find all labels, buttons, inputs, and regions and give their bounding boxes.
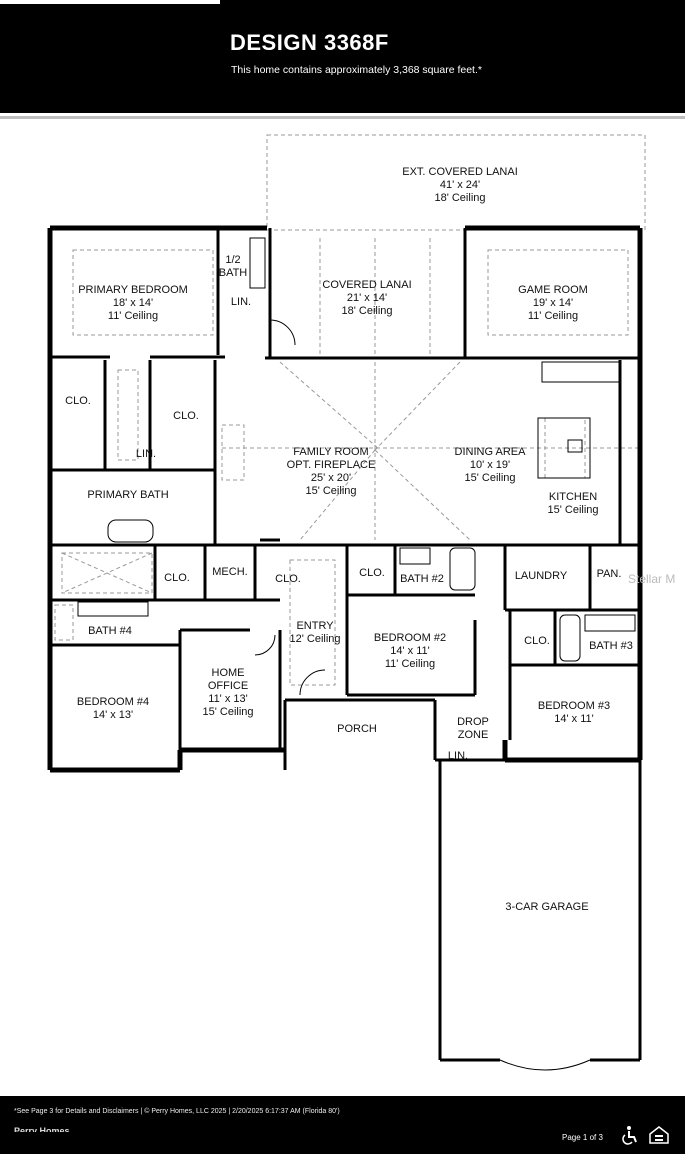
bath4-label: BATH #4: [88, 625, 132, 637]
top-strip: [0, 0, 220, 4]
watermark: Stellar M: [628, 572, 676, 586]
dashed-outlines: [54, 134, 646, 686]
lin-mid-label: LIN.: [135, 448, 157, 460]
interior-walls: [50, 228, 642, 1062]
exterior-walls: [47, 225, 643, 773]
entry-outline: [289, 559, 336, 686]
design-subtitle: This home contains approximately 3,368 s…: [231, 64, 482, 76]
mech-label: MECH.: [212, 566, 248, 578]
bathtub: [107, 519, 154, 543]
fixtures: [77, 237, 636, 1071]
door-swing: [269, 319, 296, 346]
clo-right-label: CLO.: [173, 410, 199, 422]
game-room-tray: [487, 249, 629, 336]
garage-label: 3-CAR GARAGE: [505, 901, 589, 913]
clo-hall-label: CLO.: [164, 572, 190, 584]
laundry-label: LAUNDRY: [514, 570, 568, 582]
garage-bay: [499, 1059, 591, 1071]
lin-top-label: LIN.: [230, 296, 252, 308]
page-number: Page 1 of 3: [562, 1133, 603, 1142]
bath3-label: BATH #3: [589, 640, 633, 652]
kitchen-counter: [541, 361, 621, 383]
pan-label: PAN.: [596, 568, 622, 580]
footer: *See Page 3 for Details and Disclaimers …: [0, 1096, 685, 1154]
primary-bath-label: PRIMARY BATH: [87, 489, 169, 501]
clo-left-label: CLO.: [65, 395, 91, 407]
disclaimer-text: *See Page 3 for Details and Disclaimers …: [14, 1108, 340, 1115]
header-banner: DESIGN 3368F This home contains approxim…: [0, 0, 685, 113]
brand-text: Perry Homes: [14, 1126, 70, 1132]
porch-label: PORCH: [337, 723, 377, 735]
clo-entry-label: CLO.: [275, 573, 301, 585]
ext-lanai-outline: [266, 134, 646, 231]
kitchen-island: [537, 417, 591, 479]
design-title: DESIGN 3368F: [230, 30, 389, 55]
header-divider: [0, 116, 685, 119]
bath2-label: BATH #2: [400, 573, 444, 585]
accessibility-icon: [622, 1126, 637, 1145]
equal-housing-icon: [649, 1126, 669, 1144]
clo-bed2-label: CLO.: [359, 567, 385, 579]
shower-outline: [61, 552, 153, 594]
clo-bed3-label: CLO.: [524, 635, 550, 647]
lin-drop-label: LIN.: [447, 750, 469, 762]
primary-bedroom-tray: [72, 249, 214, 336]
